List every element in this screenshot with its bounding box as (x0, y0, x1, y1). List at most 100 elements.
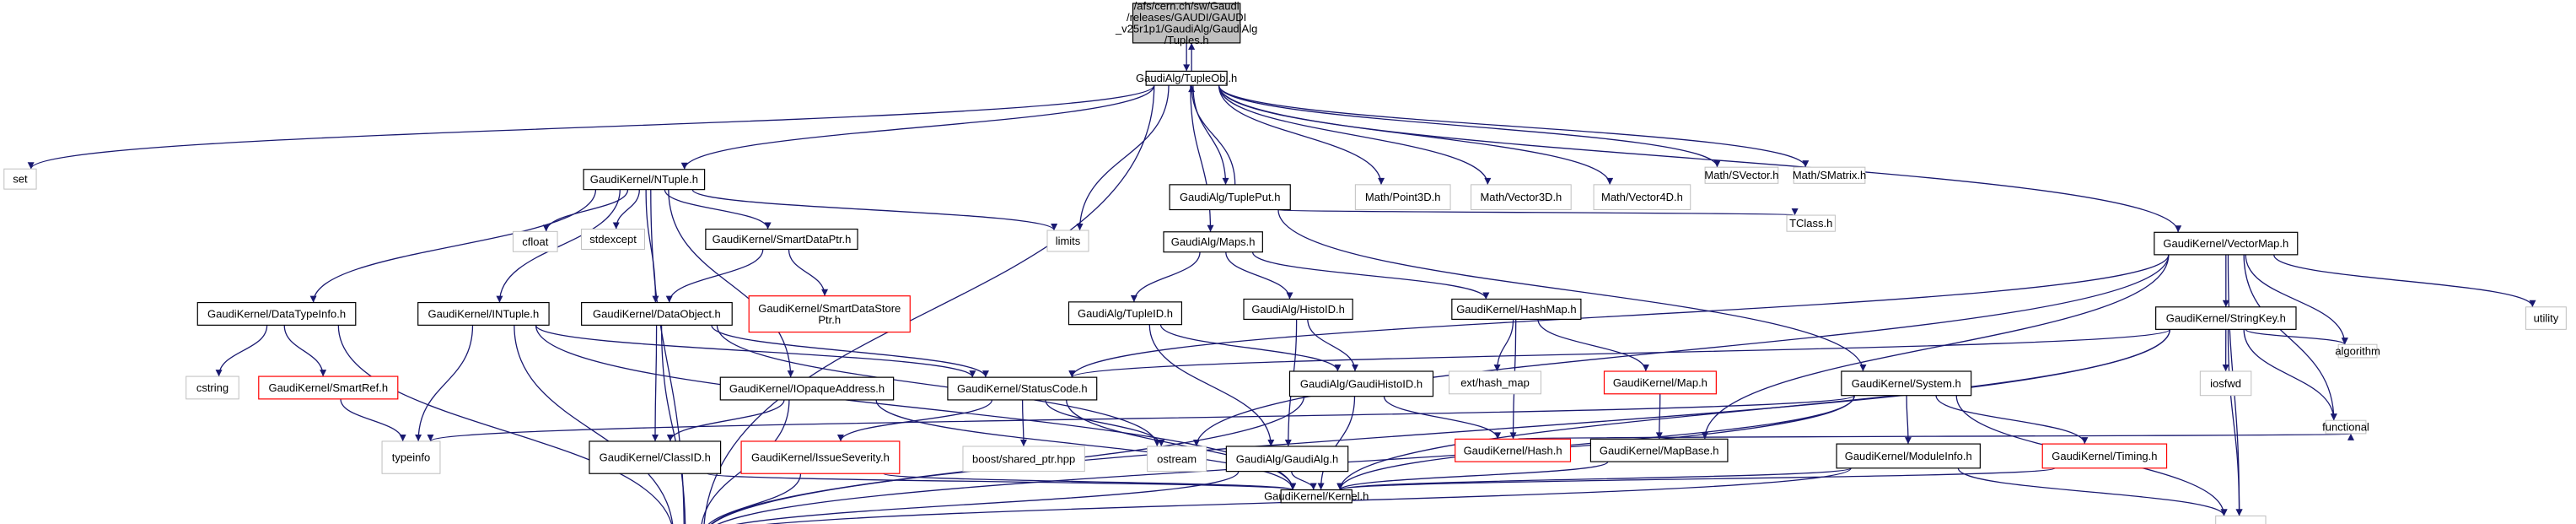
graph-node-ntuple[interactable]: GaudiKernel/NTuple.h (583, 169, 706, 191)
edge-hash-to-functional (1517, 433, 2353, 441)
graph-node-stdexcept: stdexcept (581, 229, 646, 250)
graph-node-set: set (3, 168, 37, 190)
node-box (1243, 298, 1353, 321)
node-label: set (13, 173, 28, 186)
edge-statuscode-to-issueseverity (836, 399, 993, 442)
node-box (1225, 446, 1349, 473)
node-box (1147, 446, 1207, 473)
edge-ntuple-to-stdexcept (612, 189, 640, 230)
node-label: Math/Vector3D.h (1480, 191, 1562, 203)
node-box (186, 375, 239, 400)
graph-node-system[interactable]: GaudiKernel/System.h (1841, 370, 1972, 397)
graph-node-histoid[interactable]: GaudiAlg/HistoID.h (1243, 298, 1353, 321)
edge-gaudialg-to-kernel (1291, 471, 1317, 490)
node-label: limits (1056, 235, 1081, 247)
node-label: GaudiKernel/SmartDataPtr.h (713, 233, 852, 246)
node-label: GaudiKernel/Map.h (1613, 376, 1707, 389)
edge-smartdataptr-to-dataobject (665, 249, 764, 303)
edge-ntuple-to-limits (691, 189, 1058, 231)
graph-node-ostream: ostream (1147, 446, 1207, 473)
edge-vectormap-to-algorithm (2245, 254, 2348, 345)
graph-node-kernel[interactable]: GaudiKernel/Kernel.h (1264, 489, 1369, 504)
graph-node-intuple[interactable]: GaudiKernel/INTuple.h (417, 301, 550, 326)
node-box (1449, 370, 1541, 395)
node-label: functional (2322, 421, 2369, 434)
node-box (1704, 166, 1779, 184)
graph-node-hash[interactable]: GaudiKernel/Hash.h (1455, 438, 1572, 462)
edge-tupleobj-to-limits (1076, 85, 1170, 231)
edge-datatypeinfo-to-cstring (215, 325, 268, 377)
edge-tupleobj-to-svector (1218, 84, 1721, 168)
node-label: /afs/cern.ch/sw/Gaudi (1134, 0, 1240, 13)
edge-tupleobj-to-vector3d (1218, 85, 1492, 185)
graph-node-gaudihistoid[interactable]: GaudiAlg/GaudiHistoID.h (1288, 370, 1434, 397)
graph-node-gaudialg[interactable]: GaudiAlg/GaudiAlg.h (1225, 446, 1349, 473)
node-box (2155, 306, 2297, 330)
graph-node-datatypeinfo[interactable]: GaudiKernel/DataTypeInfo.h (196, 301, 357, 326)
graph-node-tupleput[interactable]: GaudiAlg/TuplePut.h (1169, 184, 1291, 211)
graph-node-maps[interactable]: GaudiAlg/Maps.h (1163, 231, 1263, 253)
edge-tupleobj-to-tupleput (1192, 85, 1229, 185)
node-box (258, 375, 399, 400)
node-label: GaudiAlg/Maps.h (1171, 235, 1256, 248)
edge-intuple-to-string (514, 325, 674, 524)
graph-node-tupleid[interactable]: GaudiAlg/TupleID.h (1068, 301, 1183, 326)
node-label: GaudiKernel/System.h (1852, 377, 1961, 390)
graph-node-timing[interactable]: GaudiKernel/Timing.h (2041, 443, 2168, 469)
graph-node-issueseverity[interactable]: GaudiKernel/IssueSeverity.h (740, 440, 901, 474)
node-label: GaudiAlg/TupleID.h (1078, 307, 1173, 320)
graph-node-root[interactable]: /afs/cern.ch/sw/Gaudi/releases/GAUDI/GAU… (1115, 0, 1257, 46)
edge-tupleobj-to-vector4d (1218, 85, 1614, 185)
edge-stringkey-to-vector (2227, 329, 2243, 516)
graph-node-map[interactable]: GaudiKernel/Map.h (1603, 370, 1717, 395)
node-box (1169, 184, 1291, 211)
node-label: GaudiKernel/DataTypeInfo.h (207, 307, 346, 320)
graph-node-vector: vector (2215, 515, 2267, 524)
edge-ntuple-to-intuple (496, 189, 621, 303)
node-box (1841, 370, 1972, 397)
edge-hashmap-to-map (1537, 319, 1649, 372)
node-box (962, 446, 1085, 473)
graph-node-iopaque[interactable]: GaudiKernel/IOpaqueAddress.h (719, 376, 895, 401)
node-label: GaudiKernel/IOpaqueAddress.h (729, 382, 885, 395)
node-box (2215, 515, 2267, 524)
edge-tupleobj-to-point3d (1218, 85, 1385, 185)
edge-smartref-to-typeinfo (340, 398, 406, 442)
node-label: GaudiKernel/HashMap.h (1456, 303, 1576, 316)
edge-tupleput-to-system (1277, 209, 1867, 372)
edge-ntuple-to-smartdataptr (664, 189, 772, 230)
graph-node-statuscode[interactable]: GaudiKernel/StatusCode.h (947, 376, 1098, 401)
edge-stringkey-to-functional (2243, 329, 2337, 421)
edge-statuscode-to-ostream (1045, 399, 1165, 447)
graph-node-mapbase[interactable]: GaudiKernel/MapBase.h (1589, 438, 1729, 462)
edge-system-to-timing (1935, 395, 2089, 445)
edge-dataobject-to-string (660, 325, 686, 524)
graph-node-tupleobj[interactable]: GaudiAlg/TupleObj.h (1136, 70, 1237, 86)
edge-tupleput-to-tclass (1277, 208, 1798, 216)
node-label: GaudiAlg/TuplePut.h (1180, 191, 1280, 203)
graph-node-iosfwd: iosfwd (2199, 370, 2252, 397)
graph-node-classid[interactable]: GaudiKernel/ClassID.h (589, 440, 722, 474)
node-box (1589, 438, 1729, 462)
node-box (1793, 166, 1866, 184)
node-box (196, 301, 357, 326)
graph-node-smartdataptr[interactable]: GaudiKernel/SmartDataPtr.h (705, 228, 858, 251)
node-label: GaudiKernel/ModuleInfo.h (1845, 450, 1972, 462)
node-label: GaudiKernel/Timing.h (2052, 450, 2157, 462)
graph-node-hashmap[interactable]: GaudiKernel/HashMap.h (1451, 298, 1582, 321)
graph-node-svector: Math/SVector.h (1704, 166, 1779, 184)
node-box (1046, 230, 1089, 252)
graph-node-dataobject[interactable]: GaudiKernel/DataObject.h (581, 301, 733, 326)
node-box (740, 440, 901, 474)
graph-node-moduleinfo[interactable]: GaudiKernel/ModuleInfo.h (1836, 443, 1981, 469)
edge-dataobject-to-classid (652, 325, 659, 441)
node-label: TClass.h (1789, 217, 1832, 230)
graph-node-smartref[interactable]: GaudiKernel/SmartRef.h (258, 375, 399, 400)
edge-vectormap-to-ostream (1193, 254, 2170, 446)
graph-node-vectormap[interactable]: GaudiKernel/VectorMap.h (2154, 231, 2299, 256)
node-label: stdexcept (589, 233, 637, 246)
graph-node-stringkey[interactable]: GaudiKernel/StringKey.h (2155, 306, 2297, 330)
graph-node-limits: limits (1046, 230, 1089, 252)
